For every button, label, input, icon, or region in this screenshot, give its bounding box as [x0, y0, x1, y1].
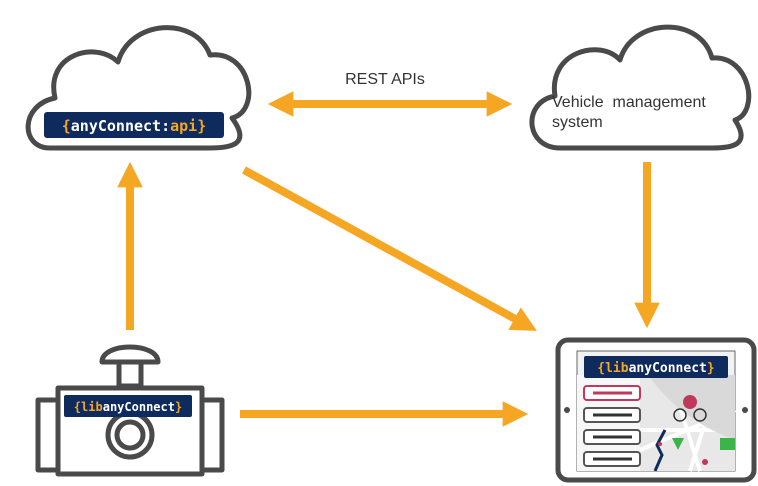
map-red-marker — [702, 459, 708, 465]
cyclist-wheel — [673, 408, 687, 422]
tablet-left-button — [564, 407, 570, 413]
camera-lens-inner — [114, 419, 146, 451]
api-badge: {anyConnect:api} — [44, 112, 224, 138]
api-cloud: {anyConnect:api} — [25, 25, 252, 151]
api-badge-accent: api — [170, 117, 197, 135]
camera-badge: {libanyConnect} — [64, 395, 192, 417]
camera-mount-dome — [99, 344, 161, 365]
camera-badge-accent: lib — [81, 400, 103, 414]
vehicle-management-cloud: Vehicle management system — [529, 24, 752, 151]
tablet-badge: {libanyConnect} — [584, 356, 728, 378]
camera-badge-close: } — [175, 400, 182, 414]
tablet-map — [639, 374, 736, 472]
api-badge-main: anyConnect: — [71, 117, 170, 135]
map-pin-icon — [672, 438, 684, 450]
svg-text:{libanyConnect}: {libanyConnect} — [74, 400, 182, 414]
camera-device — [35, 344, 225, 477]
api-badge-close: } — [197, 117, 206, 135]
map-green-area — [720, 438, 735, 450]
camera-badge-main: anyConnect — [103, 400, 175, 414]
tablet-badge-main: anyConnect — [629, 361, 707, 376]
rest-apis-label: REST APIs — [345, 71, 425, 88]
camera-badge-open: { — [74, 400, 81, 414]
tablet-device: {libanyConnect} — [555, 337, 757, 483]
vms-label-line2: system — [552, 114, 603, 131]
tablet-sidebar — [577, 375, 641, 471]
map-route — [653, 429, 667, 472]
cyclist-wheel — [693, 408, 707, 422]
tablet-badge-close: } — [707, 361, 715, 376]
cyclist-icon — [683, 395, 697, 409]
tablet-right-button — [742, 407, 748, 413]
api-to-tablet-arrow — [242, 166, 537, 331]
api-badge-open: { — [62, 117, 71, 135]
tablet-badge-open: { — [597, 361, 605, 376]
svg-text:{libanyConnect}: {libanyConnect} — [597, 361, 714, 376]
svg-text:{anyConnect:api}: {anyConnect:api} — [62, 117, 207, 135]
map-red-marker — [658, 442, 662, 446]
vms-label-line1: Vehicle management — [552, 94, 706, 111]
arrows — [117, 91, 660, 427]
camera-mount-neck — [116, 359, 144, 389]
tablet-badge-accent: lib — [605, 361, 629, 376]
